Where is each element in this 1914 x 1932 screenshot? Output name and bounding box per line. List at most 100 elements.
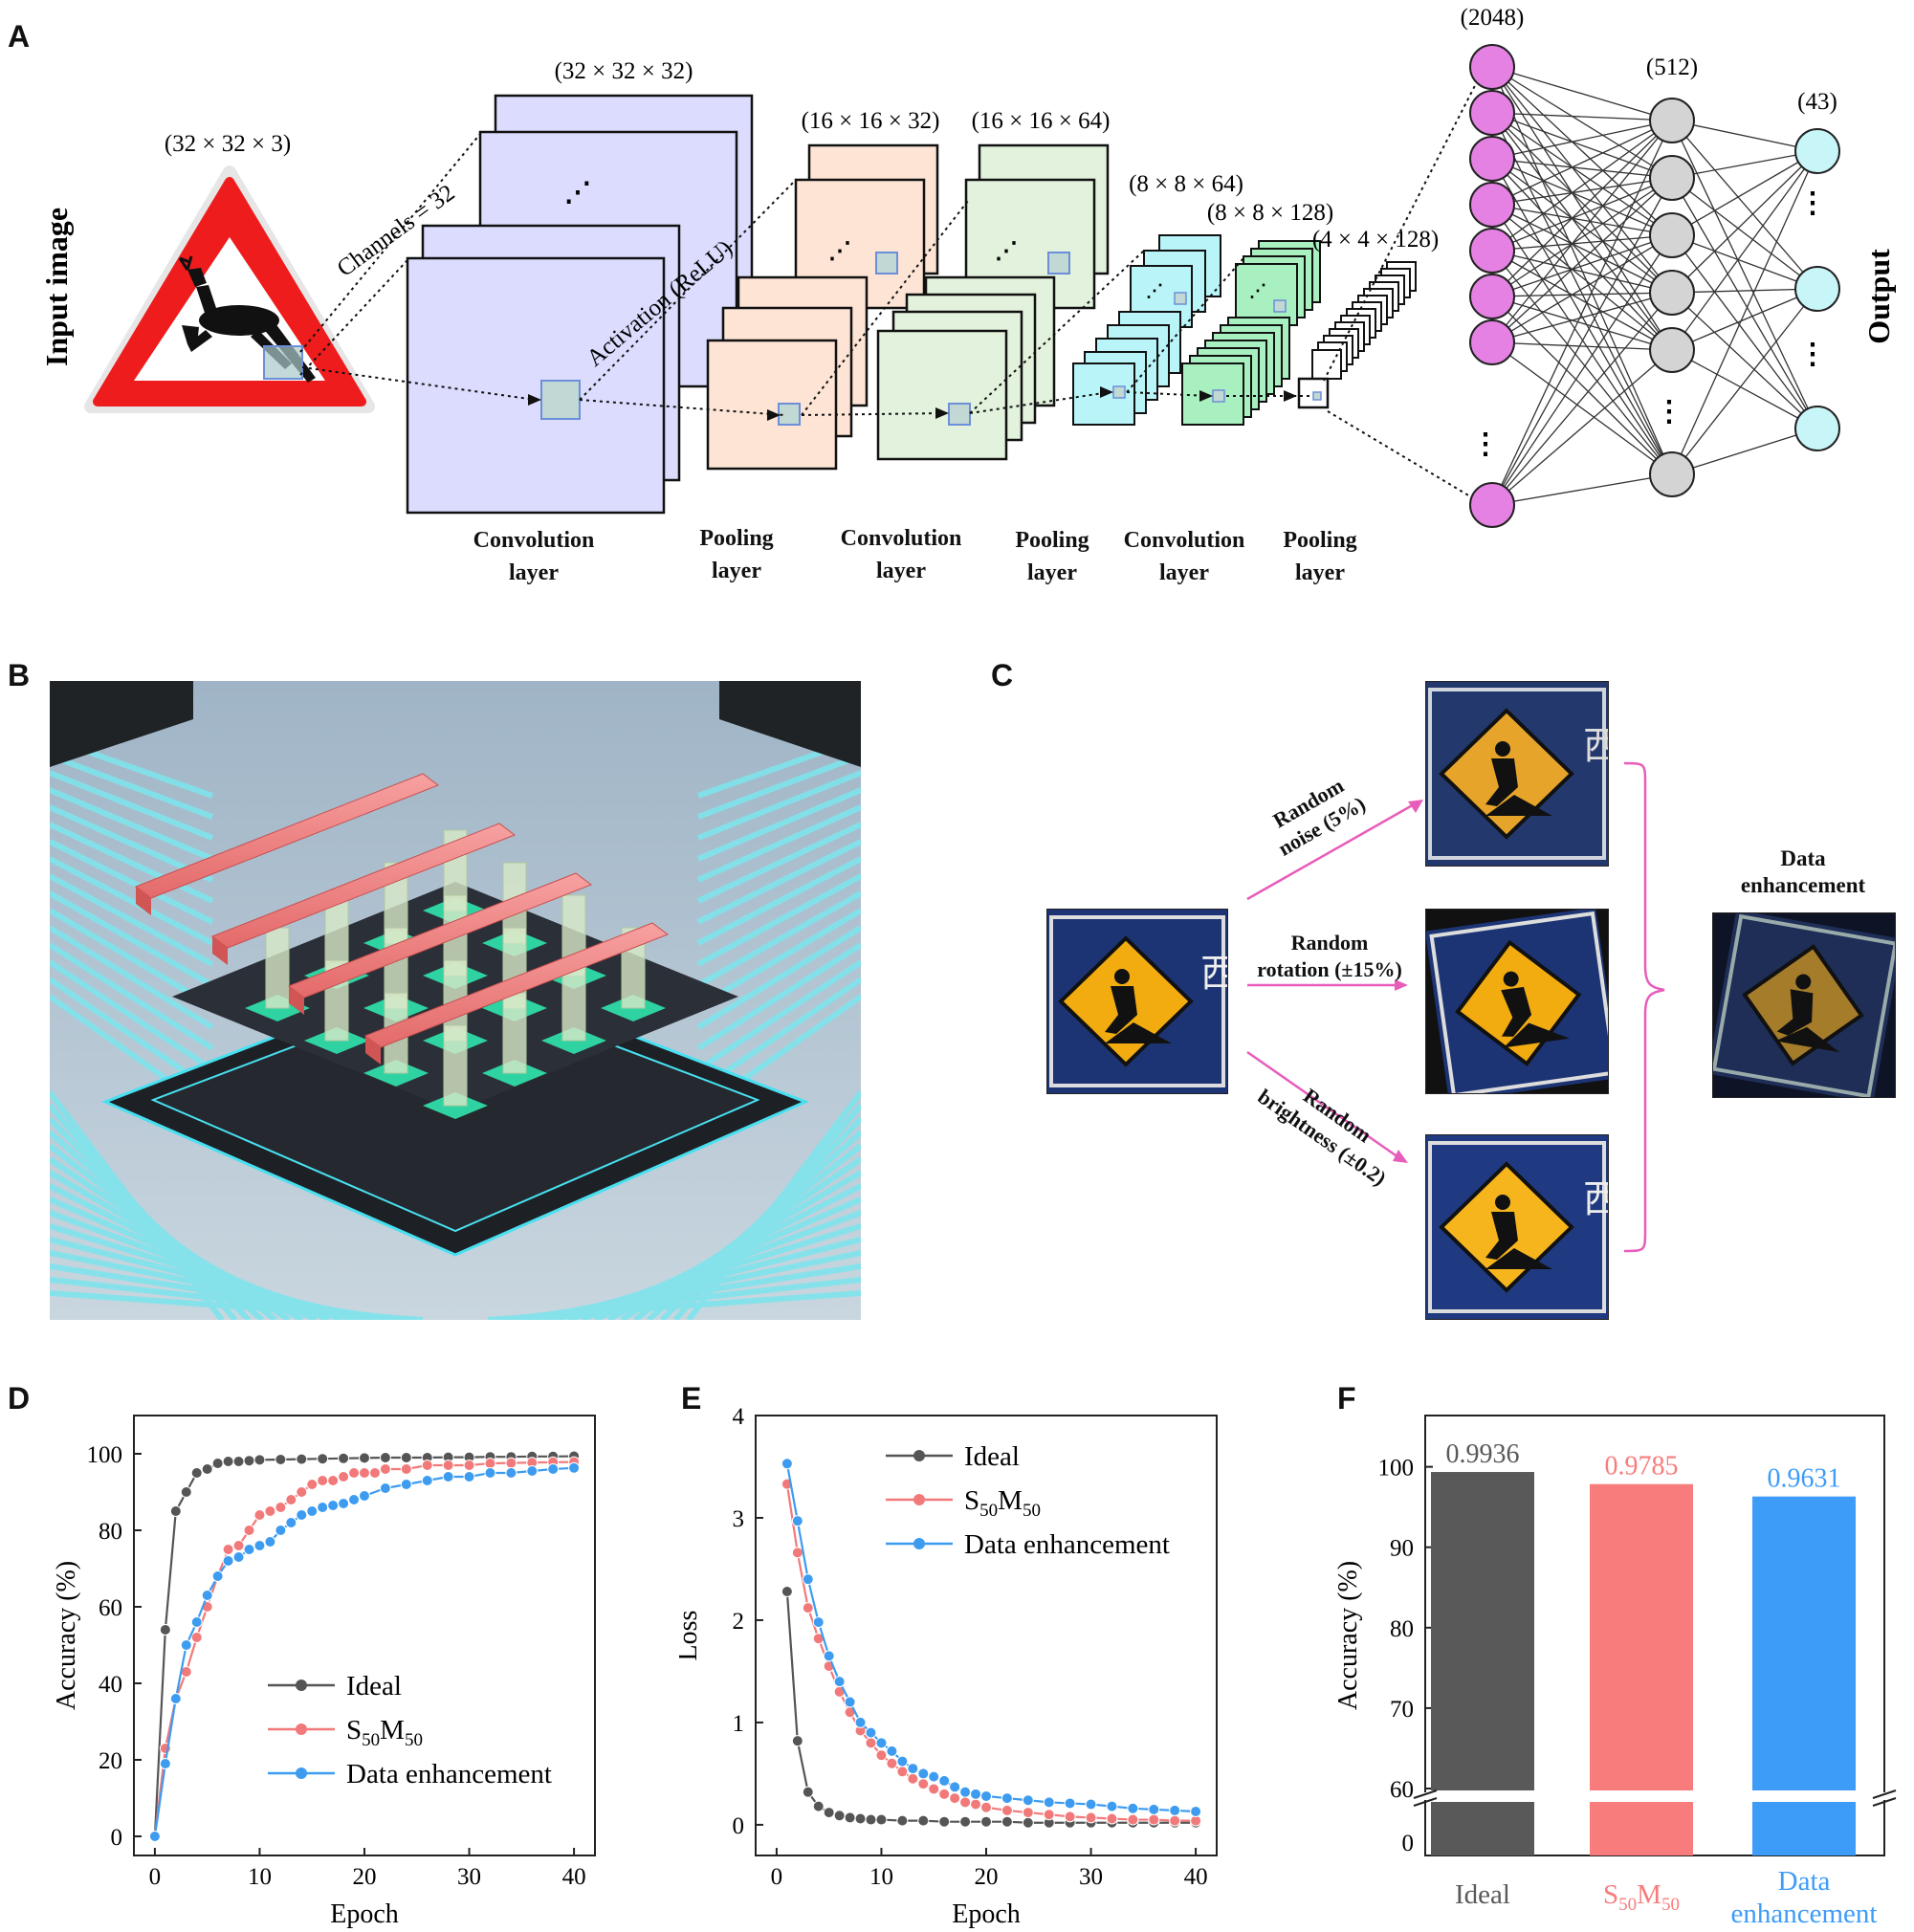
y-tick-label: 0 (733, 1813, 745, 1839)
fc-node-layer3 (1794, 266, 1840, 312)
fc-edge (1671, 150, 1818, 179)
legend-label: S50M50 (964, 1485, 1041, 1521)
data-point (505, 1457, 517, 1469)
wire (696, 770, 861, 841)
data-point (970, 1798, 982, 1811)
bar-value-label: 0.9631 (1768, 1464, 1841, 1494)
data-point (1085, 1798, 1097, 1811)
data-point (896, 1766, 909, 1778)
fc-node-layer1 (1469, 228, 1515, 274)
fc-edge (1491, 234, 1673, 343)
data-point (1106, 1812, 1118, 1825)
panel-label-d: D (8, 1381, 31, 1416)
fc-node-layer1 (1469, 182, 1515, 228)
svg-text:⋰: ⋰ (1249, 281, 1266, 300)
x-tick-label: 30 (457, 1864, 481, 1890)
data-point (327, 1475, 340, 1486)
fc-edge (1491, 112, 1673, 475)
data-point (222, 1456, 234, 1467)
category-label: enhancement (1731, 1899, 1878, 1929)
data-point (379, 1463, 391, 1475)
data-point (201, 1463, 213, 1475)
data-point (928, 1770, 940, 1783)
data-point (1085, 1811, 1097, 1824)
fc-edge (1491, 250, 1673, 294)
data-point (169, 1693, 182, 1704)
conv1-stack: ⋰ (406, 94, 754, 515)
data-point (802, 1786, 814, 1798)
data-point (959, 1815, 972, 1828)
y-tick-label: 0 (111, 1825, 123, 1851)
wire (696, 908, 861, 1009)
wire (50, 770, 214, 841)
data-point (306, 1505, 319, 1517)
legend-marker (913, 1450, 925, 1461)
x-tick-label: 40 (562, 1864, 586, 1890)
axis-break-mark (1413, 1789, 1438, 1799)
wire (696, 890, 861, 988)
dim-pool1: (16 × 16 × 32) (802, 108, 940, 134)
data-point (400, 1463, 412, 1475)
data-point (781, 1458, 793, 1470)
bar-upper (1590, 1483, 1693, 1790)
fc-edge (1491, 204, 1673, 236)
fc-edge (1491, 66, 1673, 179)
fc-edge (1491, 177, 1673, 343)
fc-edge (1491, 158, 1673, 236)
data-point (285, 1517, 297, 1528)
connector-lines (299, 66, 1485, 506)
data-point (275, 1525, 287, 1536)
input-image-label: Input image (39, 208, 74, 366)
legend-marker (913, 1494, 925, 1505)
data-point (980, 1815, 992, 1828)
fc-node-layer2 (1649, 212, 1695, 258)
data-point (306, 1479, 319, 1490)
dim-conv3: (8 × 8 × 64) (1129, 171, 1243, 197)
dim-conv2: (16 × 16 × 64) (972, 108, 1111, 134)
fc-edge (1671, 288, 1818, 351)
data-point (505, 1467, 517, 1479)
data-point (148, 1831, 161, 1842)
noise-sign-photo: 西 (1425, 681, 1609, 867)
data-point (1064, 1797, 1076, 1810)
wire (487, 1290, 861, 1320)
fc-edge (1491, 66, 1673, 121)
data-point (833, 1676, 846, 1688)
fc-edge (1671, 234, 1818, 429)
data-point (949, 1781, 961, 1793)
svg-text:⋮: ⋮ (1798, 187, 1827, 219)
data-point (421, 1475, 433, 1486)
fc-edge (1671, 120, 1818, 152)
data-point (243, 1525, 255, 1536)
data-point (338, 1452, 350, 1464)
fc-node-layer3 (1794, 128, 1840, 174)
bar-value-label: 0.9785 (1605, 1452, 1679, 1482)
data-point (896, 1755, 909, 1767)
data-point (253, 1540, 266, 1551)
wire (50, 839, 214, 925)
fc-edge (1491, 341, 1673, 475)
fc-edge (1491, 292, 1673, 297)
fc-edge (1671, 288, 1818, 475)
data-point (865, 1813, 877, 1826)
data-point (243, 1544, 255, 1555)
dim-pool3: (4 × 4 × 128) (1312, 227, 1439, 252)
fc-node-layer3 (1794, 406, 1840, 451)
data-point (1169, 1814, 1181, 1827)
data-point (484, 1467, 496, 1479)
fc-edge (1671, 120, 1818, 429)
fc-edge (1671, 150, 1818, 351)
wire (696, 839, 861, 925)
data-point (781, 1586, 793, 1597)
x-tick-label: 0 (771, 1864, 783, 1890)
fc-nodes (1469, 44, 1840, 528)
data-point (938, 1815, 951, 1828)
data-point (201, 1590, 213, 1601)
y-axis-label: Accuracy (%) (52, 1561, 81, 1710)
y-tick-label: 100 (87, 1442, 123, 1468)
x-axis-label: Epoch (330, 1899, 399, 1929)
wire (696, 856, 861, 946)
